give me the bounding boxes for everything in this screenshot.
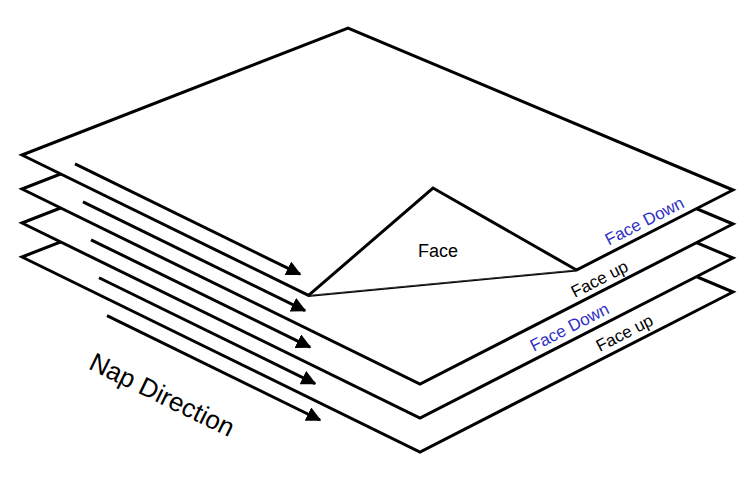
fabric-sheets [22, 28, 733, 452]
face-side-label: Face Down [602, 194, 687, 250]
face-label: Face [418, 242, 458, 262]
flap-edge [309, 188, 577, 295]
nap-arrow [83, 202, 305, 311]
folded-face-flap: Face [306, 186, 580, 298]
top-fabric-sheet [22, 28, 733, 295]
flap-fill [309, 188, 577, 295]
fold-line [309, 270, 577, 295]
nap-arrow [75, 164, 300, 274]
nap-direction-label: Nap Direction [85, 348, 239, 443]
face-side-label: Face up [568, 258, 631, 303]
nap-arrow [91, 240, 310, 347]
